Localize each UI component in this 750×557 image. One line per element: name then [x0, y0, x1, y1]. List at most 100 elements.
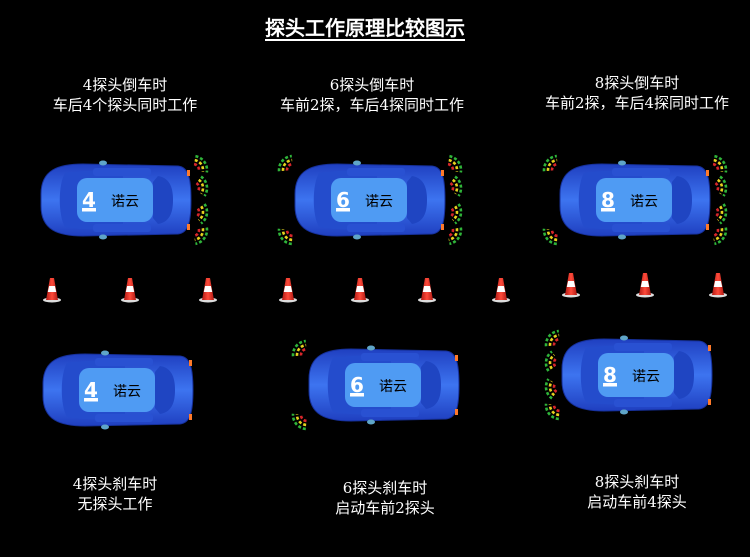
tail-light	[706, 224, 709, 230]
traffic-cone-icon	[418, 278, 436, 303]
car-number: 6	[350, 373, 364, 397]
side-window	[93, 224, 151, 232]
car-8-probe: 8 诺云	[561, 335, 713, 415]
sensor-wave-icon	[714, 175, 728, 197]
mirror	[618, 160, 626, 166]
sensor-wave-icon	[447, 154, 463, 173]
sensor-wave-icon	[544, 329, 560, 347]
tail-light	[455, 355, 458, 361]
mirror	[353, 234, 361, 240]
sensor-wave-icon	[544, 378, 558, 400]
tail-light	[187, 224, 190, 230]
sensor-wave-icon	[712, 227, 728, 246]
sensor-wave-icon	[195, 203, 209, 225]
traffic-cone-icon	[709, 273, 727, 298]
label-bottom-6: 6探头刹车时启动车前2探头	[255, 478, 515, 518]
tail-light	[706, 170, 709, 176]
number-underline	[601, 210, 615, 212]
tail-light	[189, 360, 192, 366]
sensor-wave-icon	[277, 154, 293, 172]
sensor-wave-icon	[542, 154, 558, 172]
rear-window	[672, 176, 692, 224]
sensor-wave-icon	[447, 227, 463, 246]
sensor-wave-icon	[449, 175, 463, 197]
sensor-wave-icon	[449, 203, 463, 225]
mirror	[99, 234, 107, 240]
mirror	[367, 419, 375, 425]
label-line: 8探头倒车时	[594, 74, 680, 92]
mirror	[620, 335, 628, 341]
mirror	[618, 234, 626, 240]
car-brand: 诺云	[632, 369, 660, 385]
sensor-wave-icon	[544, 403, 560, 421]
number-underline	[350, 395, 364, 397]
number-underline	[603, 385, 617, 387]
car-number: 4	[84, 378, 98, 402]
car-6-probe: 6 诺云	[308, 345, 460, 425]
car-brand: 诺云	[365, 194, 393, 210]
mirror	[353, 160, 361, 166]
rear-window	[674, 351, 694, 399]
tail-light	[187, 170, 190, 176]
rear-window	[407, 176, 427, 224]
traffic-cone-icon	[279, 278, 297, 303]
label-line: 无探头工作	[77, 495, 153, 513]
side-window	[95, 358, 153, 366]
traffic-cone-icon	[199, 278, 217, 303]
side-window	[361, 353, 419, 361]
traffic-cone-icon	[121, 278, 139, 303]
label-line: 6探头倒车时	[329, 76, 415, 94]
number-underline	[84, 400, 98, 402]
car-number: 6	[336, 188, 350, 212]
side-window	[347, 224, 405, 232]
tail-light	[708, 399, 711, 405]
label-bottom-8: 8探头刹车时启动车前4探头	[507, 472, 750, 512]
label-line: 8探头刹车时	[594, 473, 680, 491]
sensor-wave-icon	[544, 350, 558, 372]
mirror	[99, 160, 107, 166]
label-line: 启动车前4探头	[587, 493, 687, 511]
label-line: 车后4个探头同时工作	[52, 96, 198, 114]
traffic-cone-icon	[43, 278, 61, 303]
rear-window	[153, 176, 173, 224]
number-underline	[336, 210, 350, 212]
label-line: 车前2探，车后4探同时工作	[544, 94, 730, 112]
side-window	[614, 399, 672, 407]
sensor-wave-icon	[714, 203, 728, 225]
label-top-4: 4探头倒车时车后4个探头同时工作	[0, 75, 255, 115]
sensor-wave-icon	[193, 154, 209, 173]
traffic-cone-icon	[562, 273, 580, 298]
number-underline	[82, 210, 96, 212]
label-line: 4探头倒车时	[82, 76, 168, 94]
traffic-cone-icon	[351, 278, 369, 303]
sensor-wave-icon	[291, 413, 307, 431]
label-line: 4探头刹车时	[72, 475, 158, 493]
sensor-wave-icon	[195, 175, 209, 197]
sensor-wave-icon	[193, 227, 209, 246]
sensor-wave-icon	[291, 339, 307, 357]
side-window	[361, 409, 419, 417]
mirror	[101, 350, 109, 356]
side-window	[612, 168, 670, 176]
traffic-cone-icon	[492, 278, 510, 303]
rear-window	[421, 361, 441, 409]
tail-light	[455, 409, 458, 415]
label-bottom-4: 4探头刹车时无探头工作	[0, 474, 245, 514]
mirror	[101, 424, 109, 430]
sensor-wave-icon	[277, 228, 293, 246]
car-number: 8	[603, 363, 617, 387]
sensor-wave-icon	[712, 154, 728, 173]
car-6-probe: 6 诺云	[294, 160, 446, 240]
car-brand: 诺云	[113, 384, 141, 400]
car-brand: 诺云	[111, 194, 139, 210]
tail-light	[708, 345, 711, 351]
car-brand: 诺云	[379, 379, 407, 395]
label-top-8: 8探头倒车时车前2探，车后4探同时工作	[507, 73, 750, 113]
tail-light	[441, 224, 444, 230]
label-top-6: 6探头倒车时车前2探，车后4探同时工作	[242, 75, 502, 115]
car-brand: 诺云	[630, 194, 658, 210]
sensor-wave-icon	[542, 228, 558, 246]
